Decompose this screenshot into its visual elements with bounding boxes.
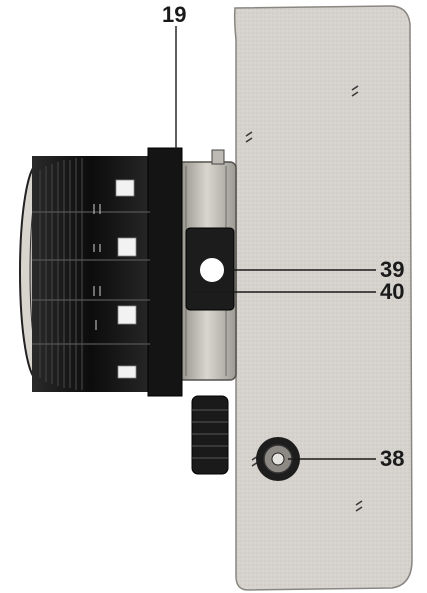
tripod-socket xyxy=(256,437,300,481)
callout-19: 19 xyxy=(162,2,186,27)
focus-ring-ridges xyxy=(39,158,83,390)
callout-38: 38 xyxy=(380,446,404,471)
callout-leaders xyxy=(175,26,376,460)
callout-39: 39 xyxy=(380,257,404,282)
aperture-ring-squares xyxy=(115,179,137,379)
callout-40: 40 xyxy=(380,279,404,304)
lens-release-button xyxy=(185,227,235,311)
lens-barrel xyxy=(19,147,183,397)
side-knob xyxy=(191,395,229,475)
